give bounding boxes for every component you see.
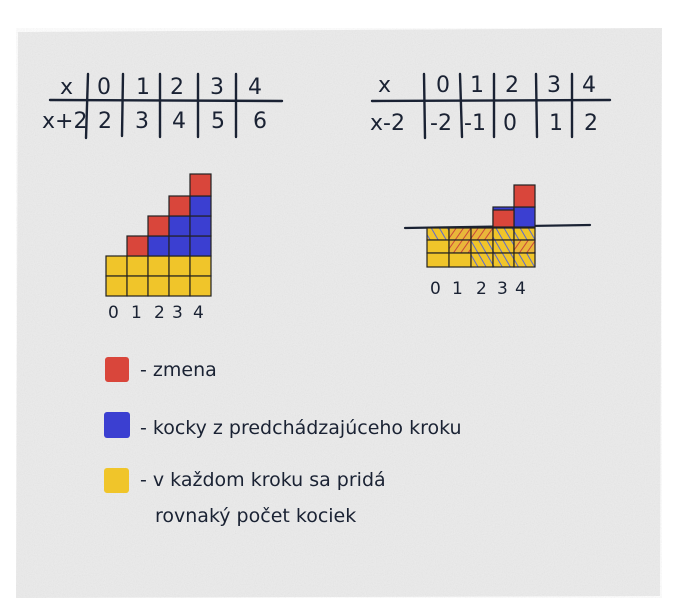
table-left-header-3: 3 — [210, 75, 224, 100]
stair-right-axis-4: 4 — [515, 279, 526, 299]
legend-text-yellow-line2: rovnaký počet kociek — [155, 505, 356, 527]
table-left-value-4: 6 — [253, 109, 267, 134]
stair-left-axis-2: 2 — [154, 303, 165, 323]
stair-right-axis-1: 1 — [452, 279, 463, 299]
paper-background — [16, 28, 662, 598]
table-left-value-1: 3 — [135, 109, 149, 134]
table-right-value-4: 2 — [584, 111, 598, 136]
legend-swatch-red — [105, 357, 129, 382]
legend-swatch-blue — [104, 412, 130, 438]
table-left-header-2: 2 — [170, 75, 184, 100]
table-right-value-0: -2 — [430, 111, 452, 136]
table-right-header-1: 1 — [470, 73, 484, 98]
table-left-header-0: 0 — [97, 75, 111, 100]
table-left-header-4: 4 — [248, 75, 262, 100]
table-left-header-label: x — [60, 75, 73, 100]
table-right-value-1: -1 — [464, 111, 486, 136]
table-left-value-0: 2 — [98, 109, 112, 134]
table-left — [48, 72, 284, 140]
legend-text-yellow: - v každom kroku sa pridá — [140, 469, 386, 491]
legend: - zmena - kocky z predchádzajúceho kroku… — [104, 357, 462, 527]
table-right-value-3: 1 — [549, 111, 563, 136]
table-left-row-label: x+2 — [42, 109, 87, 134]
table-left-value-2: 4 — [172, 109, 186, 134]
table-right-row-label: x-2 — [370, 111, 405, 136]
table-right-header-4: 4 — [582, 73, 596, 98]
stair-left-axis-0: 0 — [108, 303, 119, 323]
table-right-header-2: 2 — [505, 73, 519, 98]
stair-right-axis-3: 3 — [497, 279, 508, 299]
staircase-left — [105, 173, 212, 297]
stair-left-axis-4: 4 — [193, 303, 204, 323]
table-right-header-label: x — [378, 73, 391, 98]
legend-swatch-yellow — [104, 468, 129, 493]
table-left-value-3: 5 — [211, 109, 225, 134]
legend-text-red: - zmena — [140, 359, 217, 381]
stair-left-axis-3: 3 — [172, 303, 183, 323]
table-right-value-2: 0 — [503, 111, 517, 136]
table-right-header-0: 0 — [436, 73, 450, 98]
stair-right-axis-2: 2 — [476, 279, 487, 299]
stair-left-axis-1: 1 — [131, 303, 142, 323]
stair-right-axis-0: 0 — [430, 279, 441, 299]
table-left-header-1: 1 — [136, 75, 150, 100]
table-right — [370, 72, 612, 140]
staircase-right — [403, 184, 592, 268]
table-right-header-3: 3 — [547, 73, 561, 98]
legend-text-blue: - kocky z predchádzajúceho kroku — [140, 417, 462, 439]
